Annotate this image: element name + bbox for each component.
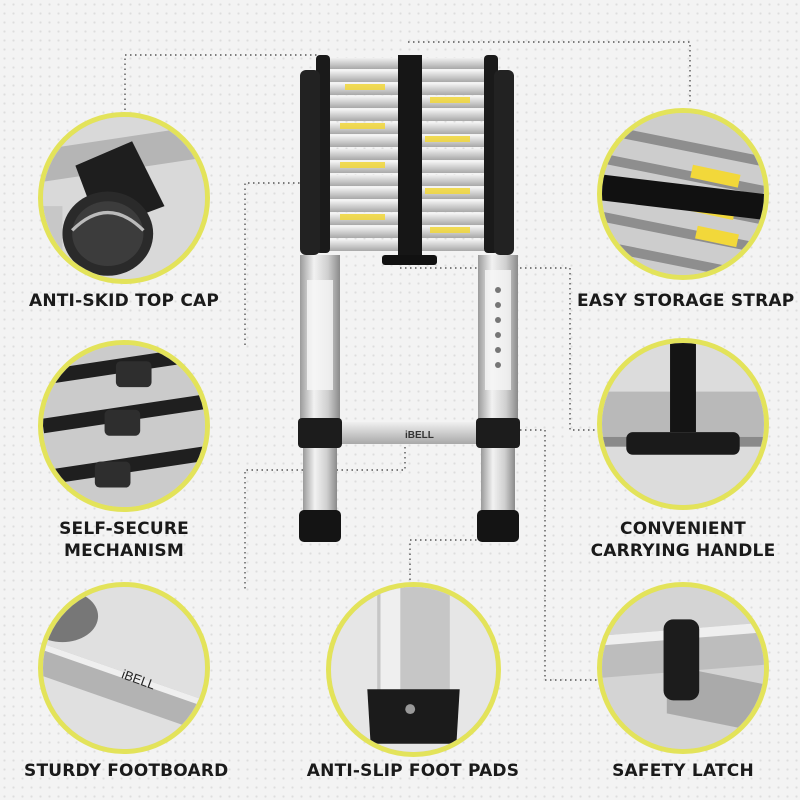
label-latch: SAFETY LATCH [612, 761, 754, 781]
self-secure-photo [38, 340, 210, 512]
carry-handle [382, 255, 437, 265]
label-handle-line1: CONVENIENT [620, 519, 746, 539]
label-self-secure: SELF-SECURE MECHANISM [24, 518, 224, 562]
footboard-rung [300, 422, 518, 444]
latch-photo [597, 582, 769, 754]
connector-top-cap [124, 54, 318, 140]
right-foot-pad [477, 510, 519, 542]
left-foot-pad [299, 510, 341, 542]
label-self-secure-line2: MECHANISM [64, 541, 184, 561]
warning-stickers [340, 84, 470, 233]
storage-strap [398, 55, 422, 260]
brand-mark: iBELL [405, 430, 434, 441]
label-handle: CONVENIENT CARRYING HANDLE [577, 518, 789, 562]
label-foot-pads: ANTI-SLIP FOOT PADS [306, 761, 520, 781]
label-handle-line2: CARRYING HANDLE [590, 541, 776, 561]
handle-photo [597, 338, 769, 510]
black-caps [300, 55, 514, 255]
footboard-photo: iBELL [38, 582, 210, 754]
storage-strap-photo [597, 108, 769, 280]
label-self-secure-line1: SELF-SECURE [59, 519, 189, 539]
connector-latch [515, 429, 600, 681]
label-footboard: STURDY FOOTBOARD [24, 761, 229, 781]
label-storage-strap: EASY STORAGE STRAP [577, 291, 795, 311]
connector-foot-pads [409, 539, 480, 590]
foot-pads-photo [326, 582, 501, 757]
top-cap-photo [38, 112, 210, 284]
label-top-cap: ANTI-SKID TOP CAP [28, 291, 220, 311]
